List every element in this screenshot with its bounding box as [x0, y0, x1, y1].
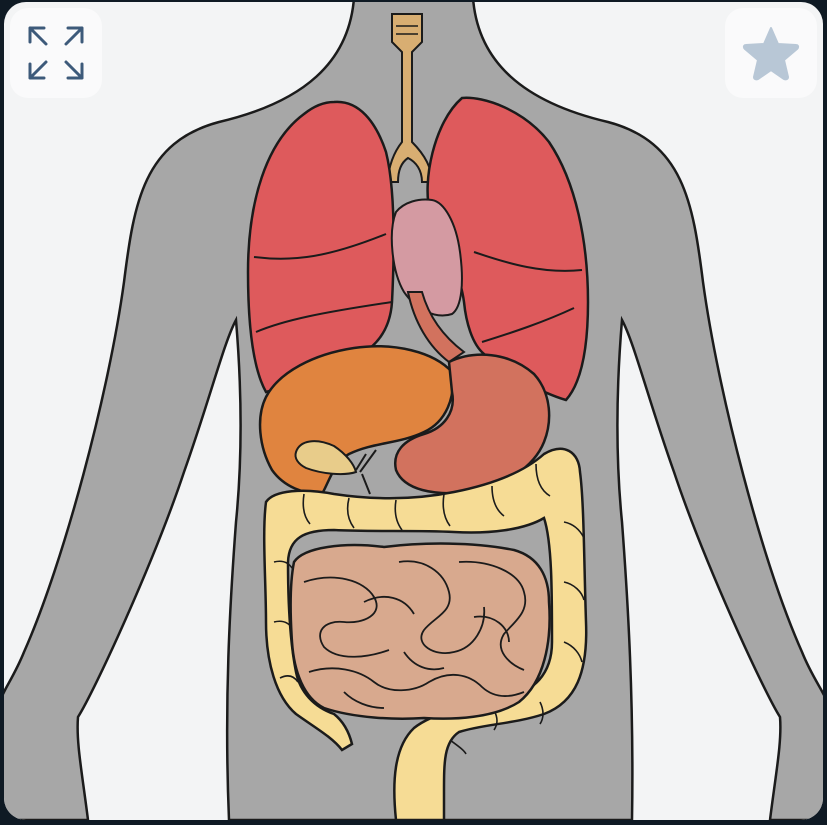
- expand-button[interactable]: [10, 8, 102, 98]
- gallbladder: [294, 440, 377, 495]
- small-intestine: [289, 542, 551, 720]
- anatomy-illustration: [4, 2, 823, 820]
- expand-arrows-icon: [28, 26, 84, 80]
- heart: [390, 198, 463, 317]
- favorite-button[interactable]: [725, 8, 817, 98]
- esophagus: [406, 291, 466, 364]
- image-viewer-card: [4, 2, 823, 820]
- trachea: [386, 13, 434, 183]
- star-icon: [742, 27, 800, 81]
